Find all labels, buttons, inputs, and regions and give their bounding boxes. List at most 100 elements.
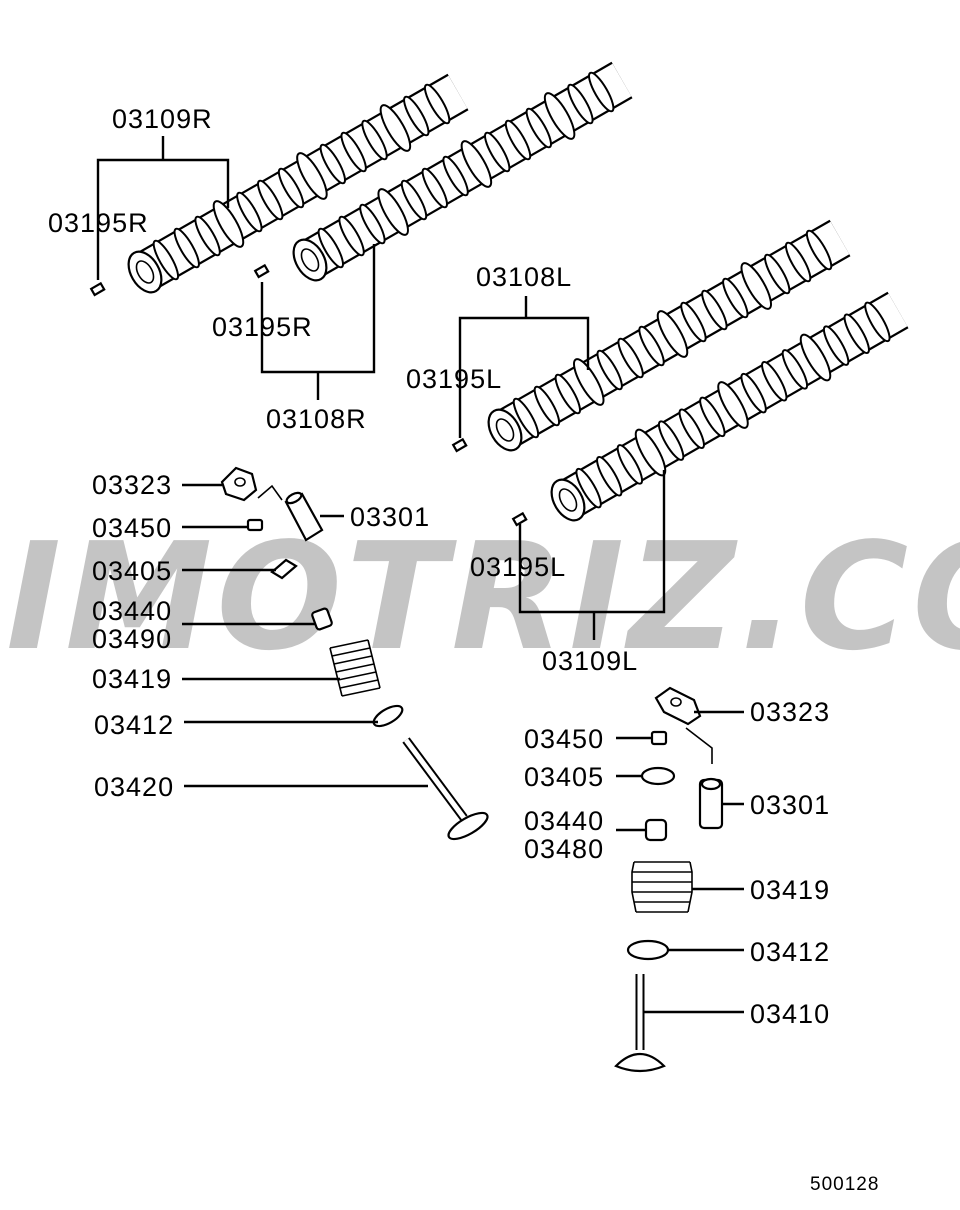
label-03195R-b[interactable]: 03195R bbox=[212, 312, 313, 342]
label-L-03440[interactable]: 03440 bbox=[92, 596, 172, 626]
cam-journal bbox=[543, 92, 576, 140]
cam-lobe bbox=[504, 119, 532, 161]
cam-lobe bbox=[512, 397, 540, 439]
label-03108R[interactable]: 03108R bbox=[266, 404, 367, 434]
cam-lobe bbox=[588, 71, 615, 113]
cam-lobe bbox=[277, 167, 305, 209]
cam-lobe bbox=[554, 373, 581, 415]
cam-lobe bbox=[484, 131, 511, 173]
valve-03410[interactable] bbox=[614, 974, 666, 1073]
cam-lobe bbox=[421, 167, 448, 209]
cam-lobe bbox=[403, 95, 430, 137]
camshaft-03108L[interactable] bbox=[482, 219, 851, 456]
valve-03420[interactable] bbox=[402, 737, 491, 844]
cam-lobe bbox=[236, 191, 263, 233]
camshaft-03109L[interactable] bbox=[545, 291, 909, 526]
label-R-03440[interactable]: 03440 bbox=[524, 806, 604, 836]
cam-lobe bbox=[722, 277, 749, 319]
cam-lobe bbox=[359, 203, 386, 245]
label-R-03419[interactable]: 03419 bbox=[750, 875, 830, 905]
cam-lobe bbox=[575, 467, 602, 509]
label-03195L-a[interactable]: 03195L bbox=[406, 364, 502, 394]
key-03195L-b[interactable] bbox=[511, 511, 528, 527]
cotter-left[interactable] bbox=[246, 518, 264, 532]
cam-journal bbox=[296, 152, 328, 200]
cam-lobe bbox=[761, 360, 788, 402]
label-L-03412[interactable]: 03412 bbox=[94, 710, 174, 740]
label-R-03405[interactable]: 03405 bbox=[524, 762, 604, 792]
cam-lobe bbox=[784, 241, 812, 283]
label-L-03450[interactable]: 03450 bbox=[92, 513, 172, 543]
cam-lobe bbox=[319, 143, 346, 185]
watermark: IMOTRIZ.COM bbox=[6, 511, 960, 683]
cam-lobe bbox=[638, 325, 665, 367]
camshaft-03109R[interactable] bbox=[122, 73, 469, 298]
cam-lobe bbox=[740, 372, 767, 414]
cam-lobe bbox=[400, 179, 428, 221]
cam-lobe bbox=[805, 229, 833, 271]
lash-adjuster-left[interactable] bbox=[284, 491, 324, 542]
label-R-03323[interactable]: 03323 bbox=[750, 697, 830, 727]
label-L-03419[interactable]: 03419 bbox=[92, 664, 172, 694]
cam-lobe bbox=[678, 408, 705, 450]
spring-right[interactable] bbox=[631, 861, 693, 913]
key-03195R-b[interactable] bbox=[253, 263, 270, 279]
label-L-03405[interactable]: 03405 bbox=[92, 556, 172, 586]
cam-journal bbox=[573, 358, 605, 406]
label-L-03301[interactable]: 03301 bbox=[350, 502, 430, 532]
key-03195R-a[interactable] bbox=[89, 281, 106, 297]
cam-lobe bbox=[340, 131, 367, 173]
cam-lobe bbox=[781, 349, 809, 390]
leader-03108L bbox=[458, 296, 590, 438]
label-03109L[interactable]: 03109L bbox=[542, 646, 638, 676]
camshaft-03108R[interactable] bbox=[287, 61, 633, 286]
cam-lobe bbox=[442, 155, 469, 197]
cam-lobe bbox=[764, 253, 791, 295]
spring-left[interactable] bbox=[329, 639, 381, 697]
leader-03109R bbox=[96, 136, 230, 280]
cam-lobe bbox=[680, 301, 707, 343]
label-R-03301[interactable]: 03301 bbox=[750, 790, 830, 820]
label-R-03410[interactable]: 03410 bbox=[750, 999, 830, 1029]
cam-lobe bbox=[701, 289, 728, 331]
lash-adjuster-right[interactable] bbox=[698, 777, 724, 830]
seal-left[interactable] bbox=[311, 607, 333, 631]
cam-lobe bbox=[525, 107, 552, 149]
cam-journal bbox=[740, 262, 772, 310]
cam-lobe bbox=[533, 385, 561, 427]
cam-journal bbox=[379, 104, 412, 152]
label-R-03480[interactable]: 03480 bbox=[524, 834, 604, 864]
rocker-arm-right[interactable] bbox=[654, 686, 702, 726]
label-R-03450[interactable]: 03450 bbox=[524, 724, 604, 754]
label-03109R[interactable]: 03109R bbox=[112, 104, 213, 134]
label-L-03420[interactable]: 03420 bbox=[94, 772, 174, 802]
cam-journal bbox=[799, 333, 832, 382]
spring-seat-left[interactable] bbox=[371, 702, 406, 730]
label-L-03490[interactable]: 03490 bbox=[92, 624, 172, 654]
cam-lobe bbox=[338, 215, 365, 257]
cam-lobe bbox=[194, 215, 221, 257]
key-03195L-a[interactable] bbox=[451, 437, 468, 453]
cam-lobe bbox=[423, 83, 451, 125]
spring-seat-right[interactable] bbox=[626, 939, 670, 961]
label-03108L[interactable]: 03108L bbox=[476, 262, 572, 292]
cam-journal bbox=[656, 310, 689, 358]
cam-lobe bbox=[257, 179, 284, 221]
cam-lobe bbox=[616, 444, 644, 485]
cotter-right[interactable] bbox=[650, 730, 668, 746]
cam-journal bbox=[212, 200, 245, 248]
rocker-arm-left[interactable] bbox=[220, 466, 258, 502]
label-03195L-b[interactable]: 03195L bbox=[470, 552, 566, 582]
label-R-03412[interactable]: 03412 bbox=[750, 937, 830, 967]
retainer-right[interactable] bbox=[640, 766, 676, 786]
cam-lobe bbox=[657, 420, 685, 461]
leader-03109L bbox=[518, 470, 666, 640]
cam-lobe bbox=[822, 325, 850, 366]
reference-code: 500128 bbox=[810, 1174, 879, 1195]
retainer-left[interactable] bbox=[270, 558, 298, 580]
label-L-03323[interactable]: 03323 bbox=[92, 470, 172, 500]
cam-lobe bbox=[567, 83, 594, 125]
label-03195R-a[interactable]: 03195R bbox=[48, 208, 149, 238]
seal-right[interactable] bbox=[644, 818, 668, 842]
